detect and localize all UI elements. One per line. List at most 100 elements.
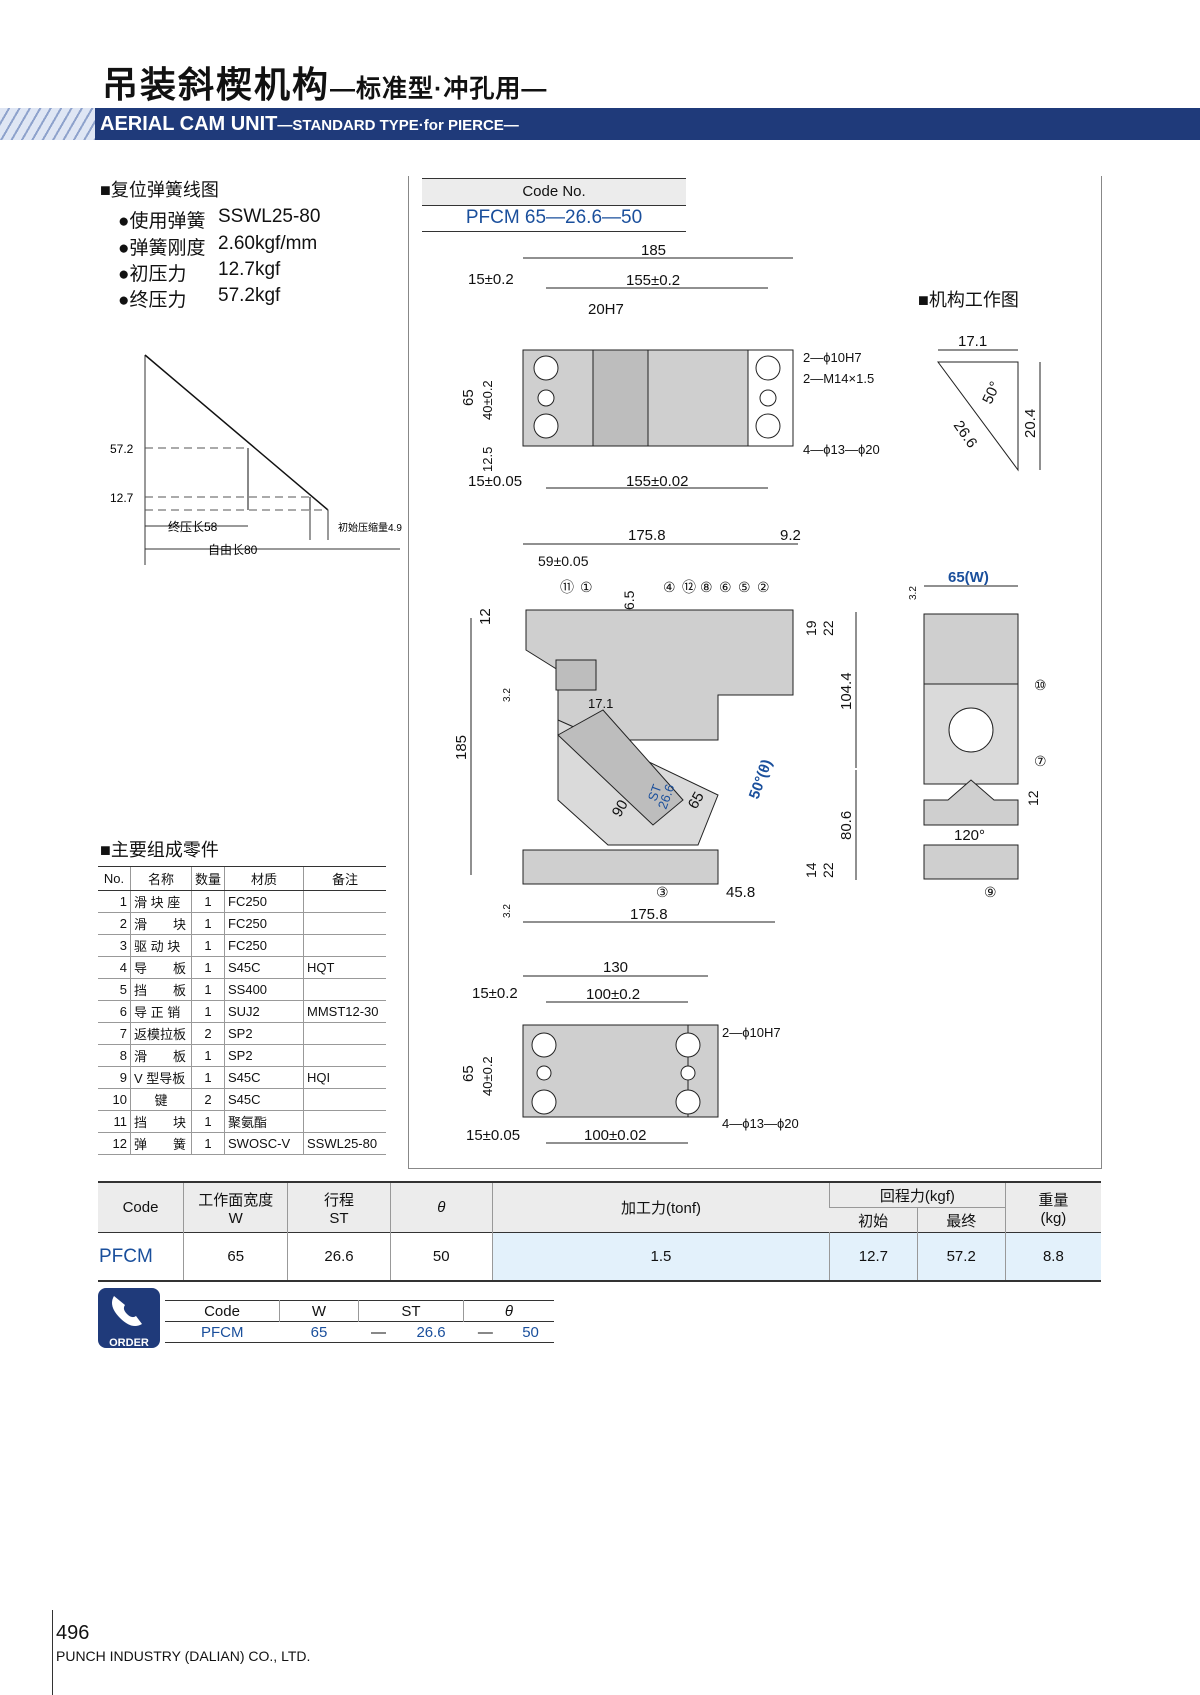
order-sep: — — [371, 1323, 387, 1341]
side-top — [923, 613, 1019, 685]
drawing-frame — [408, 176, 1102, 1169]
dim-text: ST — [645, 782, 665, 803]
spring-label: ●初压力 — [118, 264, 187, 285]
cell — [303, 1088, 386, 1111]
balloon: ② — [757, 579, 770, 595]
cell: 滑 块 — [130, 912, 192, 935]
spec-h-theta: θ — [389, 1182, 493, 1233]
cell — [303, 912, 386, 935]
spec-h-wt2: (kg) — [1040, 1209, 1067, 1227]
order-label: ORDER — [109, 1337, 149, 1349]
phone-icon — [112, 1296, 142, 1326]
cell: 4 — [98, 956, 131, 979]
dim-text: 15±0.2 — [468, 271, 514, 288]
cell: SP2 — [224, 1022, 304, 1045]
order-sep: — — [477, 1323, 493, 1341]
balloon: ⑧ — [700, 579, 713, 595]
spec-h-w2: W — [228, 1209, 243, 1227]
cell: SS400 — [224, 978, 304, 1001]
note: 4—ϕ13—ϕ20 — [803, 442, 880, 457]
balloon: ⑨ — [984, 884, 997, 900]
dim-text: 104.4 — [838, 672, 855, 710]
dim-text: 185 — [641, 242, 666, 259]
mech-heading: ■机构工作图 — [918, 290, 1019, 310]
cell: 5 — [98, 978, 131, 1001]
dim-text: 45.8 — [726, 884, 755, 901]
dim-text: 40±0.2 — [480, 380, 495, 420]
cell: 滑 块 座 — [130, 890, 192, 913]
cell: 挡 板 — [130, 978, 192, 1001]
cell: MMST12-30 — [303, 1000, 386, 1023]
cell: 聚氨酯 — [224, 1110, 304, 1133]
order-badge: ORDER — [98, 1288, 160, 1349]
guide-plate — [557, 709, 684, 826]
spec-h-wt1: 重量 — [1038, 1191, 1069, 1209]
top-view: 185 15±0.2 155±0.2 20H7 2—ϕ10H7 2—M14×1.… — [460, 242, 880, 490]
dim-text: 12 — [1025, 790, 1041, 806]
band-stripes — [0, 108, 95, 140]
order-values: PFCM 65 — 26.6 — 50 — [165, 1322, 554, 1343]
cell: 1 — [191, 1044, 225, 1067]
spec-row: PFCM 65 26.6 50 1.5 12.7 57.2 8.8 — [98, 1232, 1101, 1281]
cell — [303, 978, 386, 1001]
spec-wt: 8.8 — [1004, 1232, 1101, 1281]
mech-triangle — [937, 361, 1019, 472]
balloon: ⑩ — [1034, 677, 1047, 693]
cell: 8 — [98, 1044, 131, 1067]
side-hole — [948, 707, 994, 753]
cell: 1 — [191, 1132, 225, 1155]
cell: 弹 簧 — [130, 1132, 192, 1155]
base-plate — [522, 849, 719, 885]
spec-w: 65 — [183, 1232, 288, 1281]
dim-text: 6.5 — [621, 590, 637, 610]
company-name: PUNCH INDUSTRY (DALIAN) CO., LTD. — [56, 1648, 311, 1664]
dim-text: 100±0.02 — [584, 1127, 646, 1144]
y-12: 12.7 — [110, 491, 134, 505]
hole — [537, 389, 555, 407]
free-len: 自由长80 — [208, 543, 258, 557]
spec-h-final: 最终 — [916, 1207, 1006, 1233]
dim-text: 12 — [477, 608, 494, 625]
cell: 2 — [191, 1088, 225, 1111]
balloon: ③ — [656, 884, 669, 900]
slider-body — [525, 609, 794, 741]
hole — [531, 1089, 557, 1115]
cell: 12 — [98, 1132, 131, 1155]
col-no: No. — [98, 866, 131, 891]
cell: 2 — [191, 1022, 225, 1045]
dim-text: 100±0.2 — [586, 986, 640, 1003]
cell: 2 — [98, 912, 131, 935]
balloon: ⑤ — [738, 579, 751, 595]
title-band — [0, 108, 1200, 140]
dim-text: 15±0.2 — [472, 985, 518, 1002]
order-v: 65 — [310, 1323, 328, 1341]
cell — [303, 890, 386, 913]
order-v: 50 — [522, 1323, 539, 1341]
cell: HQI — [303, 1066, 386, 1089]
spec-h-force: 加工力(tonf) — [491, 1182, 830, 1233]
side-view: 65(W) 3.2 ⑩ ⑦ 12 120° ⑨ — [908, 569, 1047, 900]
spec-h-w1: 工作面宽度 — [198, 1191, 274, 1209]
title-en-sub: —STANDARD TYPE·for PIERCE— — [277, 117, 519, 134]
spec-force: 1.5 — [491, 1232, 830, 1281]
dim-text: 17.1 — [958, 333, 987, 350]
order-v: PFCM — [201, 1323, 244, 1341]
roughness: 3.2 — [502, 904, 513, 918]
hole — [755, 355, 781, 381]
cell: 驱 动 块 — [130, 934, 192, 957]
hole — [759, 389, 777, 407]
title-cn: 吊装斜楔机构 — [102, 64, 331, 105]
part — [555, 659, 597, 691]
cell: 7 — [98, 1022, 131, 1045]
hole — [680, 1065, 696, 1081]
dim-text: 59±0.05 — [538, 553, 589, 569]
balloon: ① — [580, 579, 593, 595]
cell: 挡 块 — [130, 1110, 192, 1133]
spring-label: ●终压力 — [118, 290, 187, 311]
page-title: 吊装斜楔机构—标准型·冲孔用— — [102, 56, 547, 108]
